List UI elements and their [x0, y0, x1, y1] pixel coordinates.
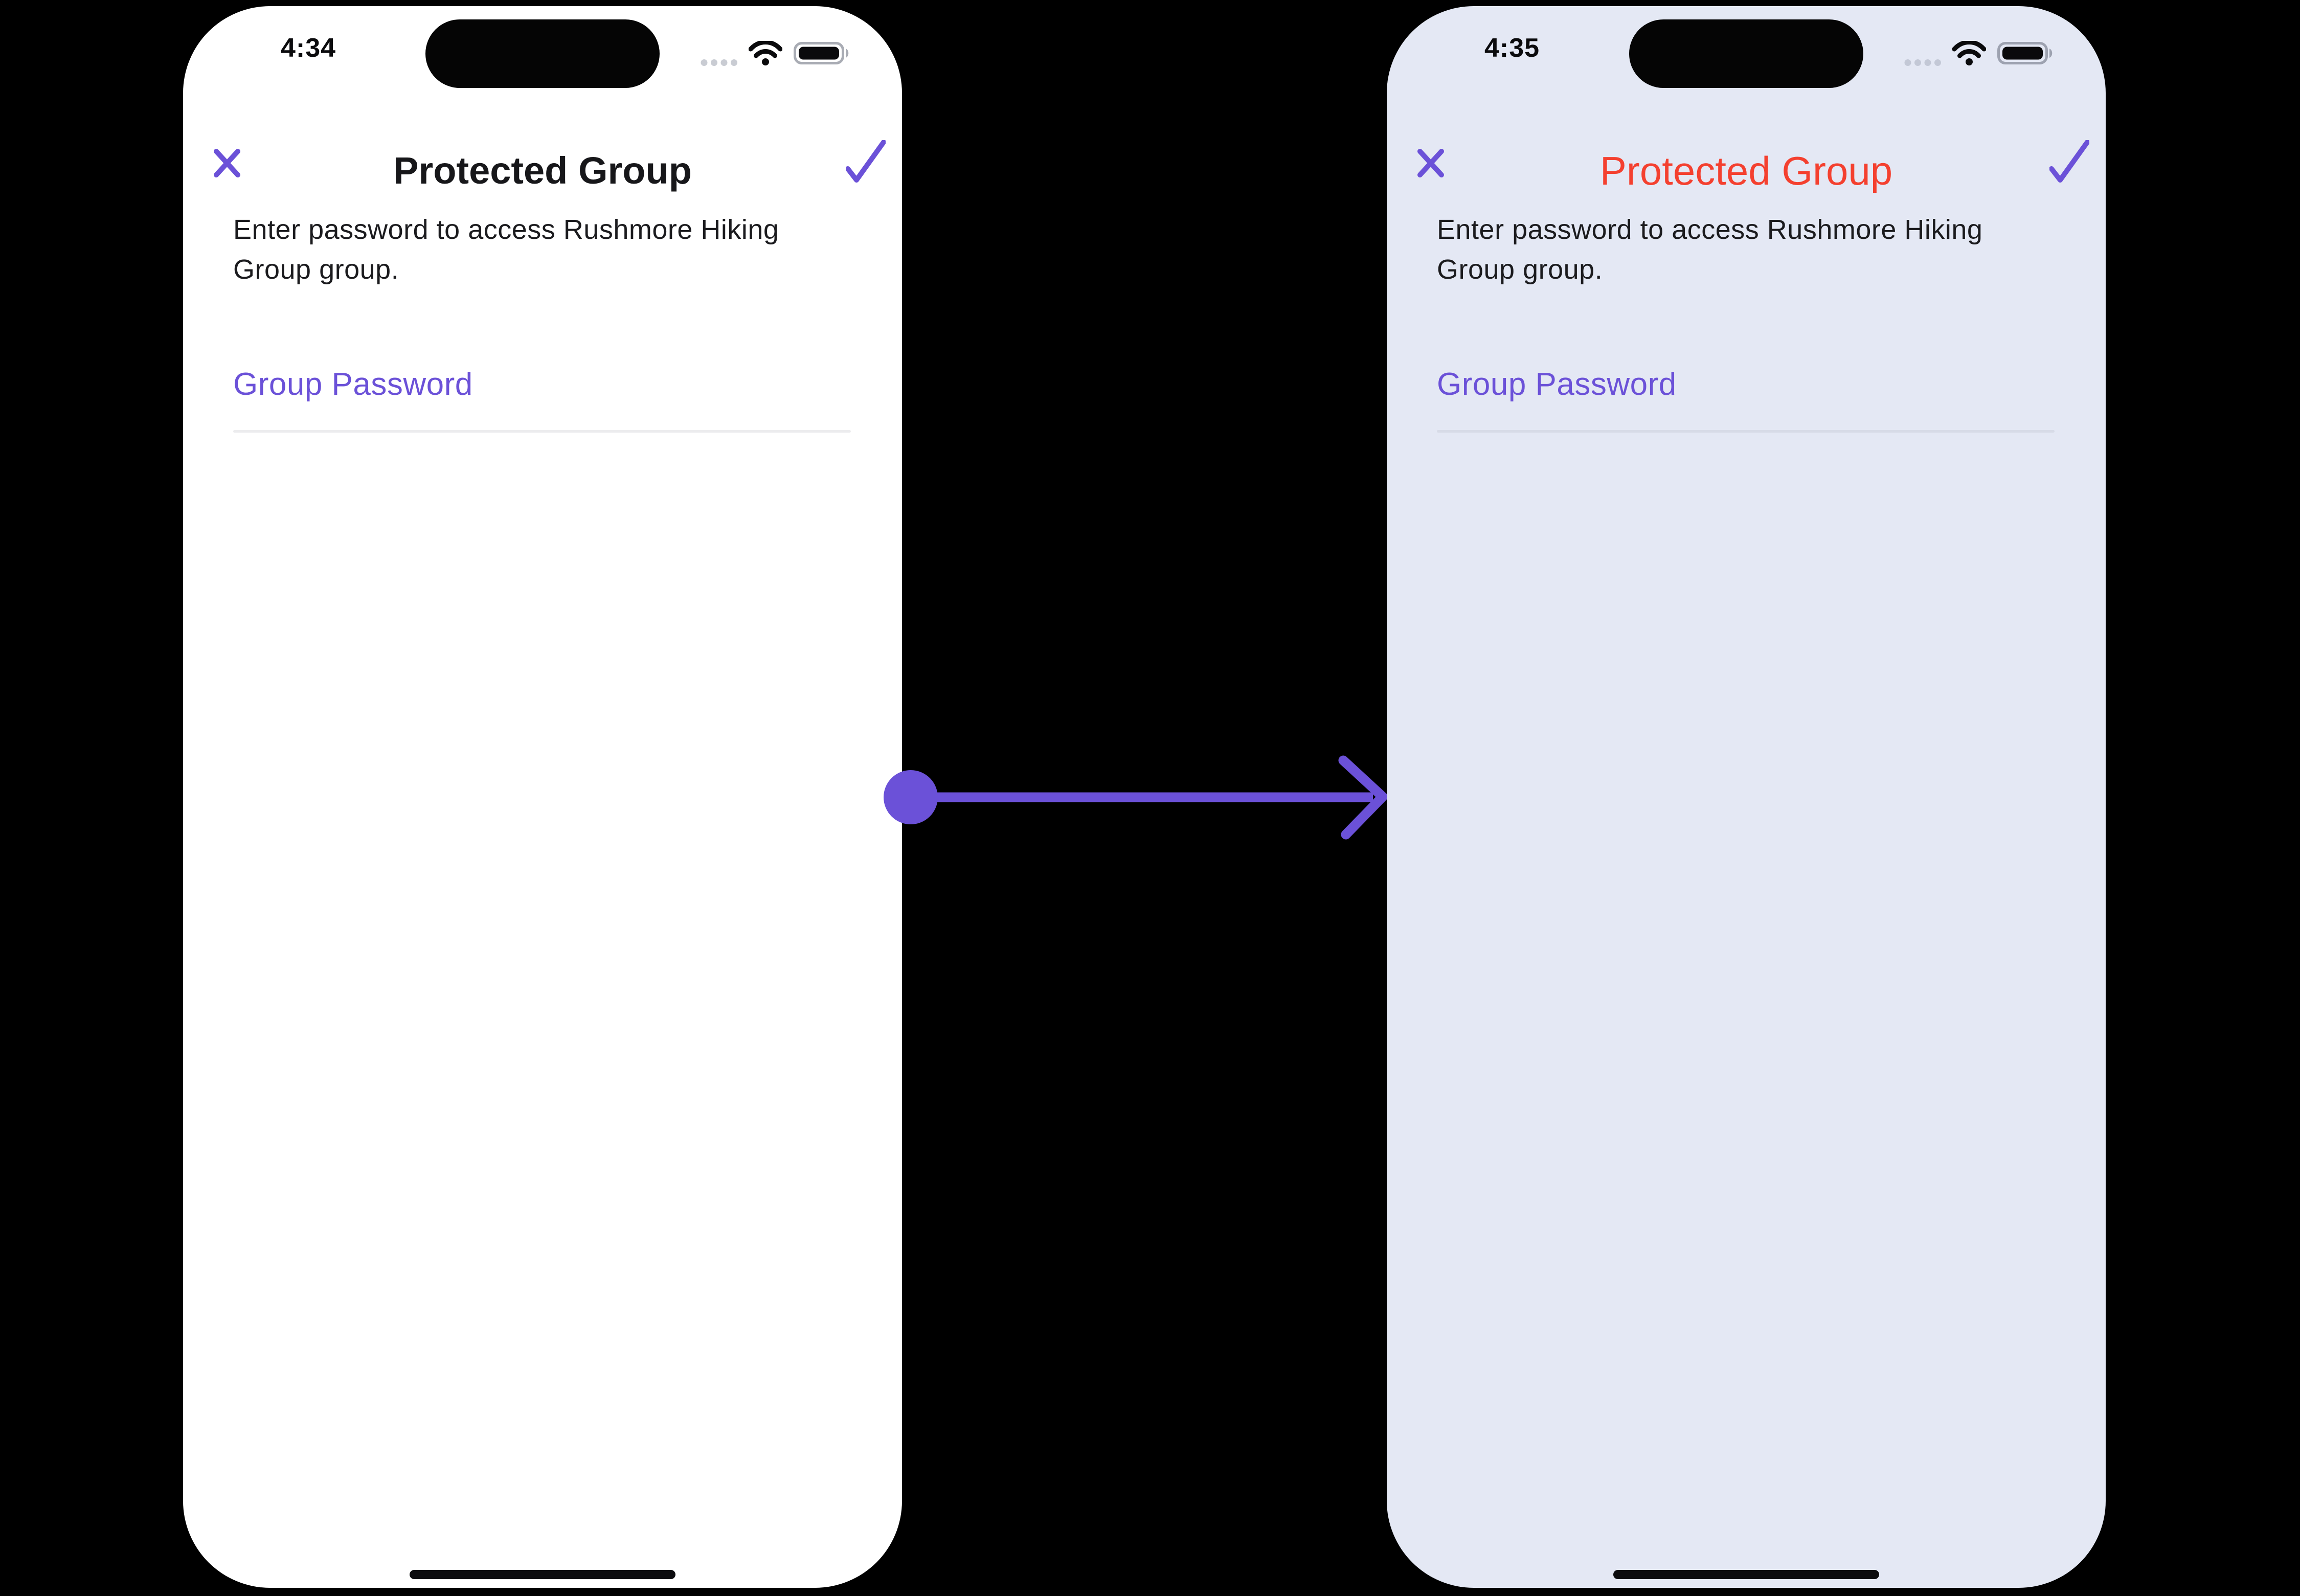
- group-password-field[interactable]: Group Password: [233, 364, 851, 441]
- input-underline: [233, 430, 851, 433]
- close-x-icon[interactable]: [1417, 148, 1444, 178]
- group-password-label: Group Password: [1437, 367, 1677, 402]
- checkmark-icon[interactable]: [846, 140, 886, 183]
- home-indicator[interactable]: [1613, 1570, 1879, 1579]
- dynamic-island: [1629, 19, 1863, 88]
- wifi-icon: [1952, 41, 1986, 65]
- close-x-icon[interactable]: [214, 148, 240, 178]
- group-password-field[interactable]: Group Password: [1437, 364, 2055, 441]
- cellular-signal-dots-icon: [1904, 59, 1941, 66]
- status-bar-time: 4:35: [1484, 33, 1540, 63]
- password-prompt-text: Enter password to access Rushmore Hiking…: [233, 214, 779, 285]
- page-title: Protected Group: [393, 149, 692, 192]
- cellular-signal-dots-icon: [701, 59, 737, 66]
- password-prompt-text: Enter password to access Rushmore Hiking…: [1437, 214, 1983, 285]
- checkmark-icon[interactable]: [2049, 140, 2089, 183]
- battery-icon: [794, 42, 849, 64]
- phone-screen-after: 4:35 Protected Group Enter password to a…: [1387, 6, 2106, 1588]
- battery-icon: [1997, 42, 2053, 64]
- phone-screen-before: 4:34 Protected Group Enter password to a…: [183, 6, 902, 1588]
- page-title: Protected Group: [1599, 148, 1893, 193]
- home-indicator[interactable]: [410, 1570, 675, 1579]
- status-bar-time: 4:34: [280, 33, 336, 63]
- input-underline: [1437, 430, 2055, 433]
- arrow-head: [1338, 755, 1388, 840]
- group-password-label: Group Password: [233, 367, 473, 402]
- transition-arrow: [884, 755, 1388, 840]
- dynamic-island: [425, 19, 660, 88]
- wifi-icon: [749, 41, 782, 65]
